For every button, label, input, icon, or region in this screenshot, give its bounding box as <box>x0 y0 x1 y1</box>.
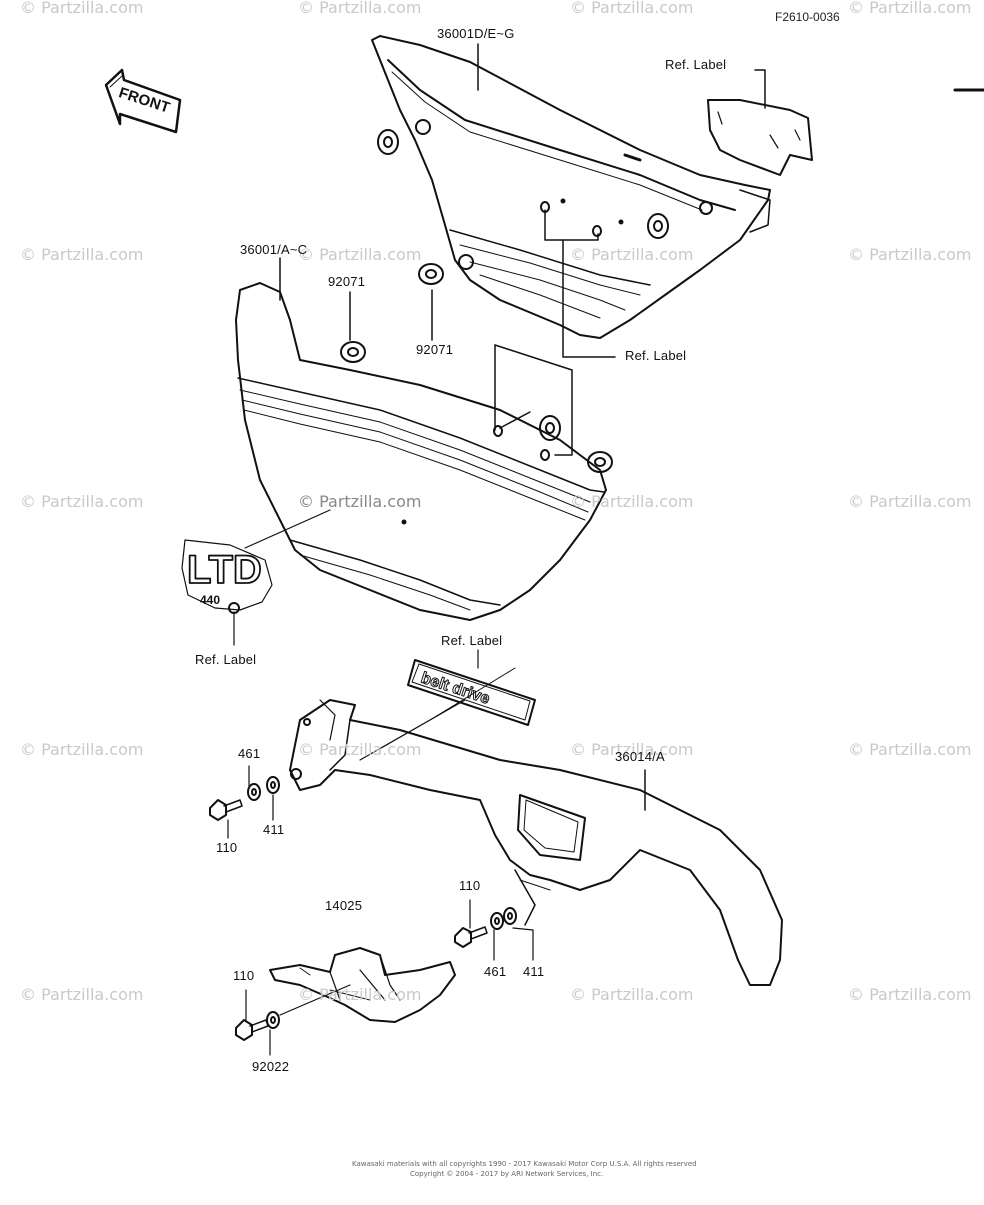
fastener-group-b <box>454 899 534 961</box>
watermark: © Partzilla.com <box>848 492 972 511</box>
ref-label-ltd[interactable]: Ref. Label <box>195 652 257 667</box>
watermark: © Partzilla.com <box>20 245 144 264</box>
watermark: © Partzilla.com <box>848 985 972 1004</box>
part-label-110-b[interactable]: 110 <box>459 878 481 893</box>
part-label-36001ac[interactable]: 36001/A~C <box>240 242 308 257</box>
watermark: © Partzilla.com <box>570 492 694 511</box>
side-cover-left-drawing <box>235 282 607 621</box>
watermark: © Partzilla.com <box>848 0 972 17</box>
watermark: © Partzilla.com <box>298 985 422 1004</box>
watermark: © Partzilla.com <box>570 0 694 17</box>
part-label-411-a[interactable]: 411 <box>263 822 285 837</box>
part-leaders <box>279 43 646 811</box>
svg-text:440: 440 <box>200 593 220 607</box>
ref-label-top[interactable]: Ref. Label <box>665 57 727 72</box>
copyright-line-1: Kawasaki materials with all copyrights 1… <box>352 1160 697 1168</box>
ref-label-leaders <box>494 209 616 456</box>
belt-guard-drawing <box>289 699 783 986</box>
watermark: © Partzilla.com <box>298 492 422 511</box>
figure-id: F2610-0036 <box>775 10 840 24</box>
part-label-92071-b[interactable]: 92071 <box>416 342 454 357</box>
part-label-110-a[interactable]: 110 <box>216 840 238 855</box>
fastener-group-a <box>209 765 280 839</box>
part-label-14025[interactable]: 14025 <box>325 898 363 913</box>
watermark: © Partzilla.com <box>570 740 694 759</box>
ref-label-belt[interactable]: Ref. Label <box>441 633 503 648</box>
watermark: © Partzilla.com <box>20 740 144 759</box>
part-label-411-b[interactable]: 411 <box>523 964 545 979</box>
watermark: © Partzilla.com <box>298 0 422 17</box>
ltd-emblem-drawing: LTD 440 <box>181 509 331 646</box>
part-label-92022[interactable]: 92022 <box>252 1059 290 1074</box>
watermark: © Partzilla.com <box>298 740 422 759</box>
part-label-92071-a[interactable]: 92071 <box>328 274 366 289</box>
watermark: © Partzilla.com <box>20 0 144 17</box>
grommet-drawings <box>340 129 669 473</box>
watermark: © Partzilla.com <box>570 985 694 1004</box>
side-cover-right-drawing <box>371 35 771 339</box>
part-label-36001deg[interactable]: 36001D/E~G <box>437 26 515 41</box>
watermark: © Partzilla.com <box>20 492 144 511</box>
part-label-461-b[interactable]: 461 <box>484 964 507 979</box>
part-label-110-c[interactable]: 110 <box>233 968 255 983</box>
svg-text:LTD: LTD <box>187 548 262 592</box>
ref-label-plate-drawing <box>707 69 813 176</box>
front-arrow-icon <box>104 68 182 134</box>
ref-label-mid[interactable]: Ref. Label <box>625 348 687 363</box>
fastener-group-c <box>235 984 351 1056</box>
watermark: © Partzilla.com <box>570 245 694 264</box>
copyright-line-2: Copyright © 2004 - 2017 by ARI Network S… <box>410 1170 604 1178</box>
watermark: © Partzilla.com <box>20 985 144 1004</box>
part-label-461-a[interactable]: 461 <box>238 746 261 761</box>
bracket-14025-drawing <box>269 947 456 1023</box>
part-label-36014a[interactable]: 36014/A <box>615 749 665 764</box>
watermark: © Partzilla.com <box>298 245 422 264</box>
watermark: © Partzilla.com <box>848 245 972 264</box>
watermark: © Partzilla.com <box>848 740 972 759</box>
